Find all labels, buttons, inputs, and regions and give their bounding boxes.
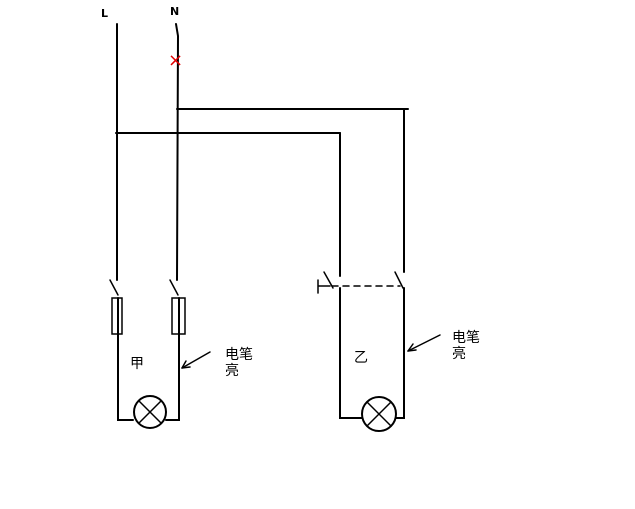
circuit-b-label: 乙 bbox=[354, 350, 368, 366]
pen-a-arrow-shaft bbox=[181, 351, 211, 369]
pen-b-arrow-shaft bbox=[407, 334, 441, 352]
lamp-b-cross bbox=[366, 401, 392, 427]
circuit-a-label: 甲 bbox=[130, 356, 144, 372]
circuit-b-live-wire bbox=[339, 287, 363, 419]
switch-b-blade-1 bbox=[323, 271, 334, 289]
switch-a-neutral-blade bbox=[169, 279, 179, 296]
pen-b-text-2: 亮 bbox=[452, 345, 466, 362]
break-mark: × bbox=[168, 50, 183, 71]
circuit-a-live-wire bbox=[117, 333, 134, 421]
pen-a-text-1: 电笔 bbox=[225, 347, 253, 363]
switch-b-blade-2 bbox=[394, 271, 404, 289]
live-label: L bbox=[101, 7, 108, 20]
pen-a-arrow-head bbox=[181, 360, 191, 369]
switch-b-handle bbox=[317, 279, 331, 294]
pen-a-text-2: 亮 bbox=[225, 362, 239, 379]
circuit-b-neutral-wire bbox=[395, 287, 405, 419]
lamp-a-cross bbox=[138, 400, 162, 424]
pen-b-text-1: 电笔 bbox=[452, 330, 480, 346]
lamp-a bbox=[133, 395, 167, 429]
switch-a-live-blade bbox=[109, 279, 119, 296]
neutral-wire bbox=[175, 23, 180, 281]
pen-b-arrow-head bbox=[407, 343, 417, 352]
neutral-label: N bbox=[170, 5, 179, 18]
circuit-a-neutral-wire bbox=[165, 333, 180, 421]
lamp-b bbox=[361, 396, 397, 432]
